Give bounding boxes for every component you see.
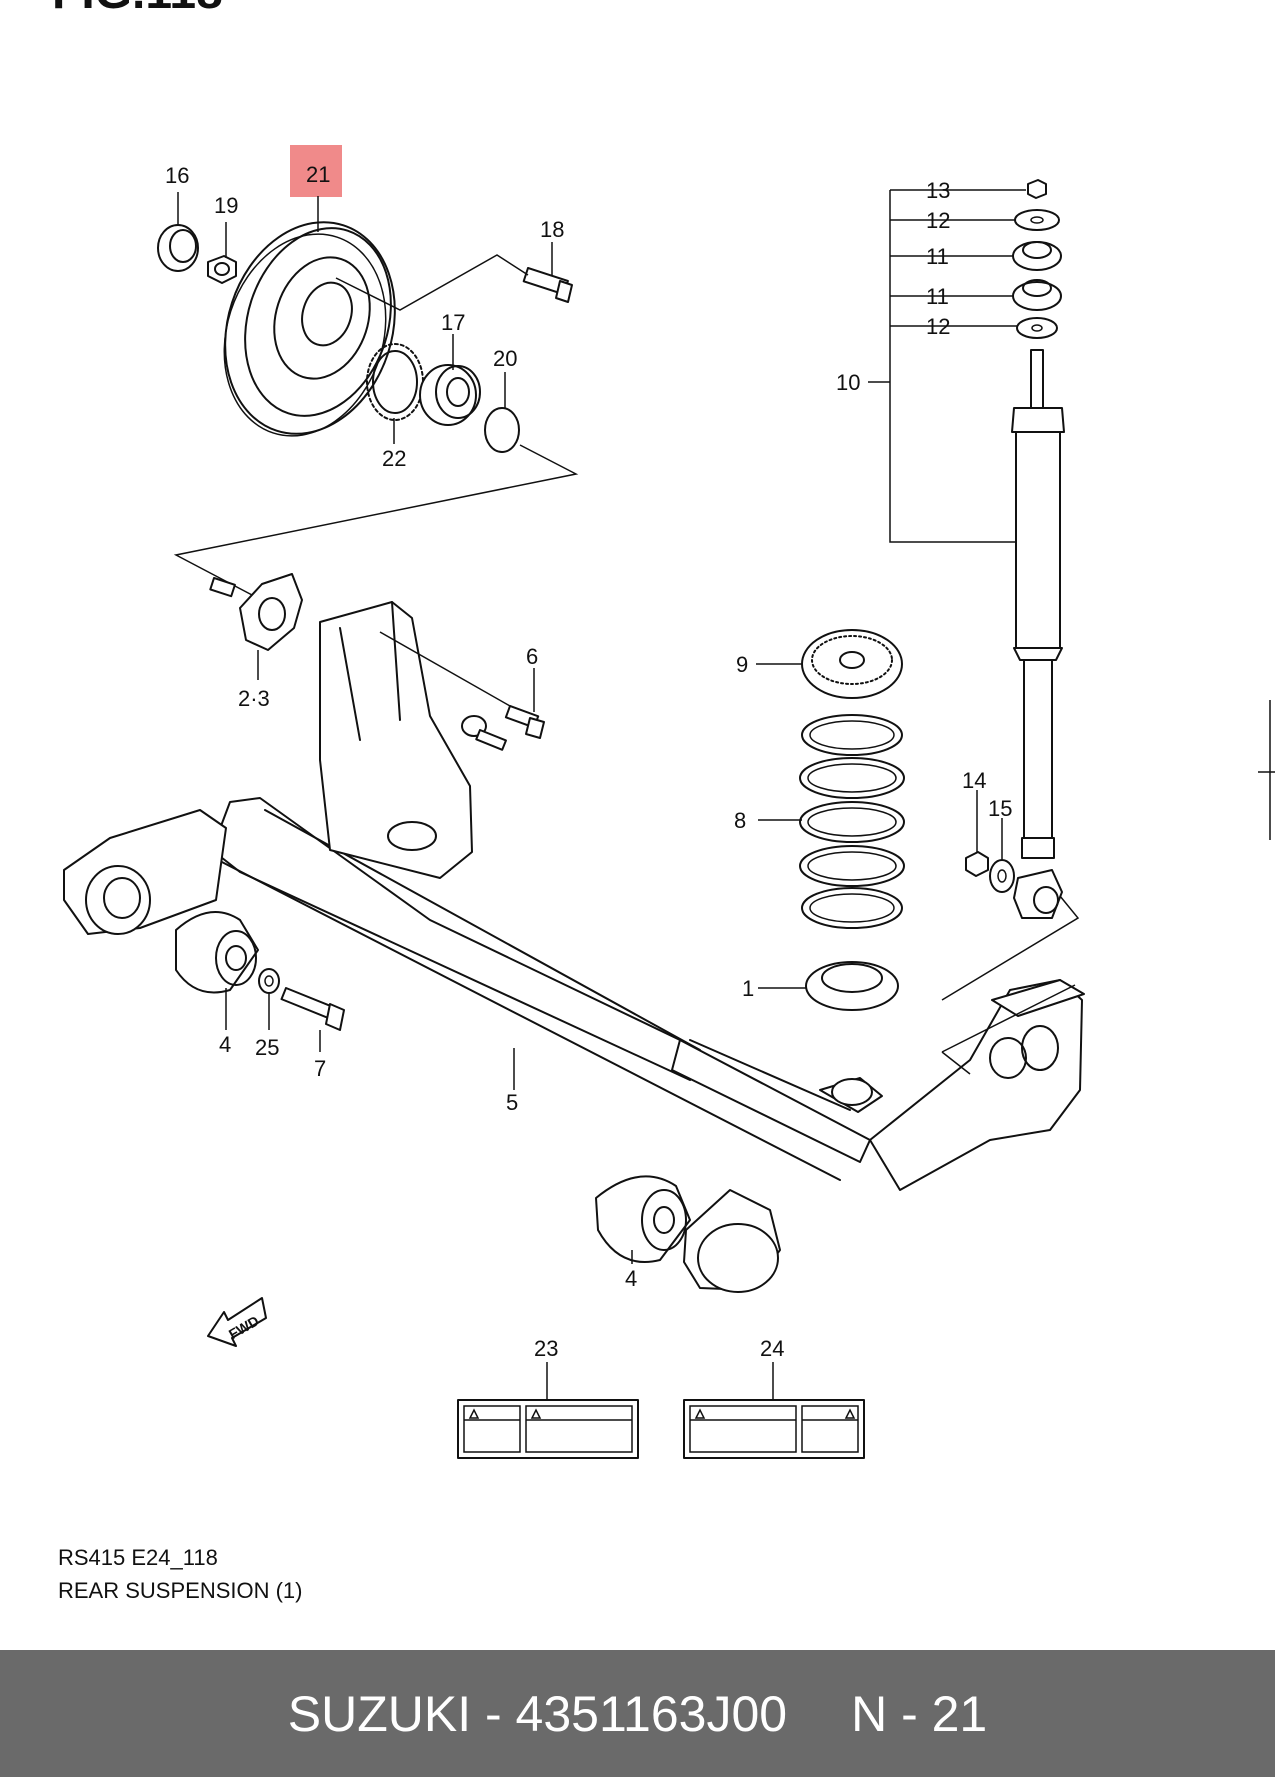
- callout-6[interactable]: 6: [526, 644, 538, 669]
- shock-absorber: [1011, 349, 1065, 919]
- callout-9[interactable]: 9: [736, 652, 748, 677]
- callout-4-left[interactable]: 4: [219, 1032, 231, 1057]
- highlight-part-21[interactable]: [290, 145, 342, 197]
- figure-header-fragment: FIG.118: [52, 0, 223, 19]
- spring-seat-upper: [801, 629, 903, 699]
- callout-21[interactable]: 21: [306, 162, 330, 187]
- callout-18[interactable]: 18: [540, 217, 564, 242]
- dust-cap: [157, 224, 199, 272]
- caution-label-24: [683, 1399, 865, 1459]
- bushing-left: [175, 911, 259, 994]
- part-number: SUZUKI - 4351163J00: [287, 1685, 788, 1742]
- callout-16[interactable]: 16: [165, 163, 189, 188]
- stud-lower: [461, 715, 507, 751]
- callout-11-upper[interactable]: 11: [926, 244, 949, 269]
- callout-10[interactable]: 10: [836, 370, 860, 395]
- callout-11-lower[interactable]: 11: [926, 284, 949, 309]
- diagram-title: REAR SUSPENSION (1): [58, 1578, 303, 1603]
- callout-2-3[interactable]: 2·3: [238, 686, 270, 711]
- shock-bushing-upper: [1012, 241, 1062, 271]
- snap-ring: [484, 407, 520, 453]
- callout-labels: 21 16 19 18 17 20 22 2·3 6 4 25 7 5 4 13…: [165, 162, 1012, 1361]
- callout-15[interactable]: 15: [988, 796, 1012, 821]
- callout-24[interactable]: 24: [760, 1336, 784, 1361]
- wheel-bearing: [419, 364, 481, 426]
- parts-diagram: FIG.118: [52, 0, 1275, 1459]
- callout-1[interactable]: 1: [742, 976, 754, 1001]
- shock-nut: [1027, 179, 1047, 199]
- callout-7[interactable]: 7: [314, 1056, 326, 1081]
- callout-4-right[interactable]: 4: [625, 1266, 637, 1291]
- callout-13[interactable]: 13: [926, 178, 950, 203]
- callout-12-lower[interactable]: 12: [926, 314, 950, 339]
- footer-bar: SUZUKI - 4351163J00 N - 21: [0, 1650, 1275, 1777]
- trailing-arm-left: [63, 809, 227, 935]
- washer-25: [258, 968, 280, 994]
- callout-20[interactable]: 20: [493, 346, 517, 371]
- bolt-6: [504, 705, 545, 739]
- trailing-arm-right: [819, 979, 1085, 1191]
- diagram-code: RS415 E24_118: [58, 1545, 218, 1570]
- axle-beam: [211, 797, 871, 1181]
- spring-seat-lower: [805, 961, 899, 1011]
- callout-19[interactable]: 19: [214, 193, 238, 218]
- coil-spring: [799, 714, 905, 929]
- callout-25[interactable]: 25: [255, 1035, 279, 1060]
- arm-eye-right: [683, 1189, 781, 1293]
- reference-number: N - 21: [851, 1685, 988, 1742]
- callout-14[interactable]: 14: [962, 768, 986, 793]
- bushing-right: [595, 1175, 691, 1263]
- spring-seat-bracket-left: [319, 601, 473, 879]
- shock-washer-upper: [1014, 209, 1060, 231]
- shock-bushing-lower: [1012, 279, 1062, 311]
- hub-flange: [209, 573, 303, 651]
- hub-nut: [207, 255, 237, 284]
- callout-8[interactable]: 8: [734, 808, 746, 833]
- fwd-arrow-icon: FWD: [207, 1297, 267, 1347]
- washer-15: [989, 859, 1015, 893]
- callout-23[interactable]: 23: [534, 1336, 558, 1361]
- caution-label-23: [457, 1399, 639, 1459]
- callout-12-upper[interactable]: 12: [926, 208, 950, 233]
- callout-5[interactable]: 5: [506, 1090, 518, 1115]
- shock-washer-lower: [1016, 317, 1058, 339]
- wheel-stud: [522, 267, 573, 303]
- bolt-7: [280, 987, 345, 1031]
- kit-bracket: [868, 189, 1026, 543]
- callout-22[interactable]: 22: [382, 446, 406, 471]
- callout-17[interactable]: 17: [441, 310, 465, 335]
- nut-14: [965, 851, 989, 877]
- leader-lines: [177, 192, 1003, 1400]
